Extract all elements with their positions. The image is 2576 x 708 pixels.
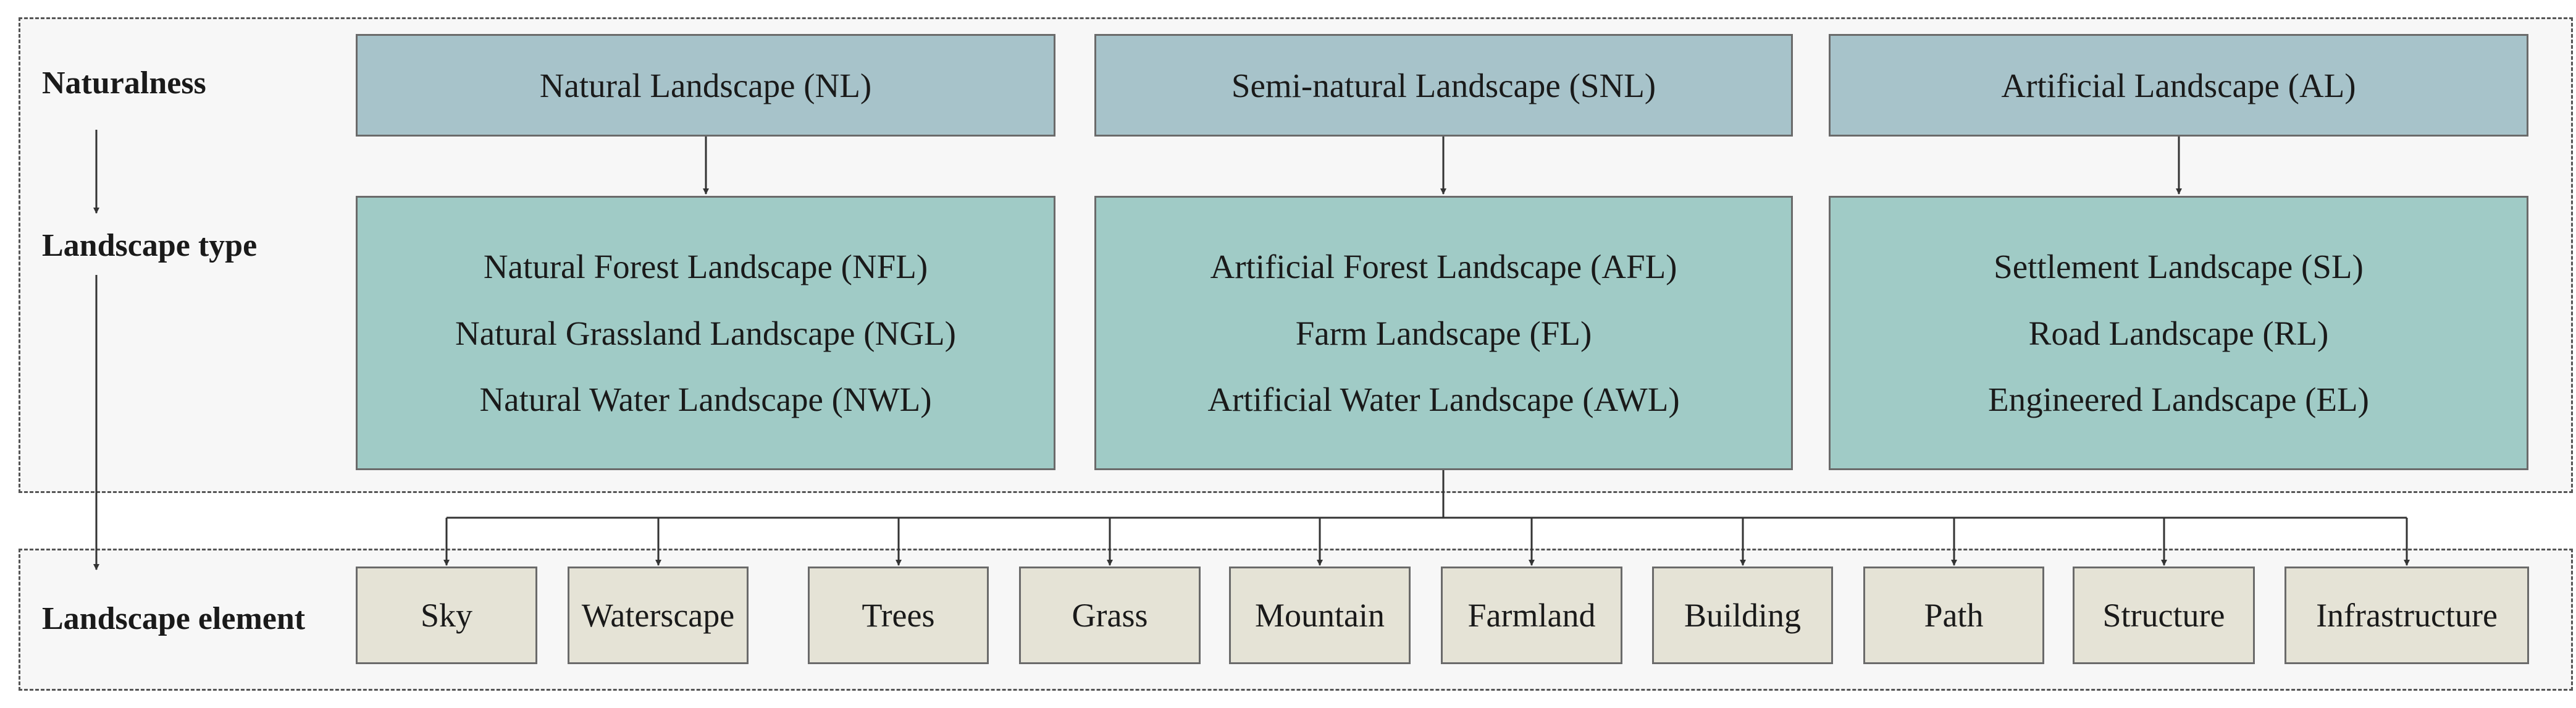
artificial-types-box: Settlement Landscape (SL) Road Landscape… <box>1829 196 2528 470</box>
type-item: Natural Grassland Landscape (NGL) <box>455 314 956 352</box>
element-mountain-box: Mountain <box>1229 567 1411 664</box>
natural-types-box: Natural Forest Landscape (NFL) Natural G… <box>356 196 1055 470</box>
element-building-box: Building <box>1652 567 1833 664</box>
type-item: Natural Water Landscape (NWL) <box>479 380 932 418</box>
element-sky-box: Sky <box>356 567 537 664</box>
element-trees-box: Trees <box>808 567 989 664</box>
landscape-type-row-label: Landscape type <box>42 228 258 263</box>
element-grass-box: Grass <box>1019 567 1201 664</box>
element-farmland-box: Farmland <box>1441 567 1622 664</box>
type-item: Farm Landscape (FL) <box>1295 314 1592 352</box>
element-infrastructure-box: Infrastructure <box>2284 567 2529 664</box>
natural-landscape-box: Natural Landscape (NL) <box>356 34 1055 137</box>
semi-natural-landscape-box: Semi-natural Landscape (SNL) <box>1094 34 1793 137</box>
type-item: Artificial Water Landscape (AWL) <box>1207 380 1680 418</box>
type-item: Road Landscape (RL) <box>2028 314 2329 352</box>
type-item: Settlement Landscape (SL) <box>1994 248 2364 286</box>
landscape-element-row-label: Landscape element <box>42 601 306 636</box>
element-path-box: Path <box>1863 567 2044 664</box>
naturalness-row-label: Naturalness <box>42 65 206 101</box>
type-item: Natural Forest Landscape (NFL) <box>483 248 928 286</box>
element-structure-box: Structure <box>2073 567 2255 664</box>
artificial-landscape-box: Artificial Landscape (AL) <box>1829 34 2528 137</box>
type-item: Artificial Forest Landscape (AFL) <box>1210 248 1677 286</box>
semi-natural-types-box: Artificial Forest Landscape (AFL) Farm L… <box>1094 196 1793 470</box>
type-item: Engineered Landscape (EL) <box>1988 380 2369 418</box>
element-waterscape-box: Waterscape <box>568 567 749 664</box>
